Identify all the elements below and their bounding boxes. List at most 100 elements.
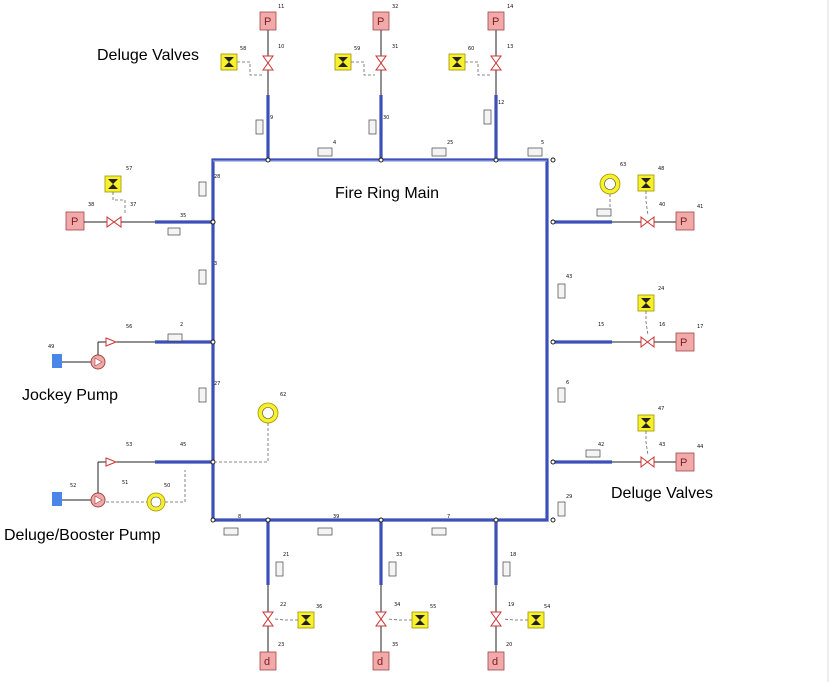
reservoir-letter: P <box>71 216 78 228</box>
control-symbol <box>108 179 118 189</box>
check-valve-icon[interactable] <box>105 337 118 347</box>
control-symbol <box>531 615 541 625</box>
deluge-valves-top-label: Deluge Valves <box>97 47 199 64</box>
pressure-reservoir-icon[interactable] <box>675 332 695 352</box>
node-label: 13 <box>507 44 513 50</box>
node-label: 31 <box>392 44 398 50</box>
junction-node[interactable] <box>493 517 499 523</box>
pressure-reservoir-icon[interactable] <box>65 211 85 231</box>
node-label: 11 <box>278 4 284 10</box>
pressure-reservoir-icon[interactable] <box>259 11 277 31</box>
junction-node[interactable] <box>265 157 271 163</box>
pipe-label: 3 <box>214 261 217 267</box>
junction-node[interactable] <box>550 219 556 225</box>
valve-icon[interactable] <box>640 455 655 469</box>
junction-node[interactable] <box>550 339 556 345</box>
junction-node[interactable] <box>550 459 556 465</box>
pipe-gauge-icon <box>255 119 264 135</box>
demand-reservoir-icon[interactable] <box>259 651 277 671</box>
valve-icon[interactable] <box>375 55 387 71</box>
pressure-reservoir-icon[interactable] <box>675 452 695 472</box>
node-label: 34 <box>394 602 400 608</box>
right-branch-3: 42 43 P 44 47 <box>550 406 703 472</box>
pipe-gauge-icon <box>388 561 397 577</box>
pipe-gauge-icon <box>198 387 207 403</box>
pipe-gauge-icon <box>596 208 612 217</box>
node-label: 38 <box>88 202 94 208</box>
flow-meter-dial <box>262 407 274 419</box>
valve-icon[interactable] <box>262 55 274 71</box>
demand-reservoir-icon[interactable] <box>487 651 505 671</box>
valve-icon[interactable] <box>490 611 502 627</box>
junction-node[interactable] <box>550 517 556 523</box>
valve-icon[interactable] <box>640 335 655 349</box>
control-link <box>645 191 649 216</box>
source-tank-icon[interactable] <box>52 354 62 368</box>
reservoir-letter: P <box>492 16 499 28</box>
valve-icon[interactable] <box>106 216 122 228</box>
demand-reservoir-icon[interactable] <box>372 651 390 671</box>
control-element-icon[interactable] <box>220 53 238 71</box>
pressure-reservoir-icon[interactable] <box>487 11 505 31</box>
reservoir-letter: d <box>264 656 270 668</box>
control-element-icon[interactable] <box>527 611 545 629</box>
node-label: 54 <box>544 604 550 610</box>
pipe-label: 27 <box>214 381 220 387</box>
pipe-gauge-icon <box>527 147 543 157</box>
junction-node[interactable] <box>210 219 216 225</box>
bottom-branch-3: 18 19 54 d 20 <box>487 517 550 671</box>
control-link <box>645 431 649 456</box>
pipe-label: 28 <box>214 174 220 180</box>
node-label: 17 <box>697 324 703 330</box>
junction-node[interactable] <box>265 517 271 523</box>
pipe-gauge-icon <box>167 333 183 342</box>
node-label: 53 <box>126 442 132 448</box>
source-tank-icon[interactable] <box>52 492 62 506</box>
pipe-label: 30 <box>383 115 389 121</box>
ring-junctions <box>210 157 556 523</box>
pipe-gauge-icon <box>167 227 181 236</box>
control-element-icon[interactable] <box>448 53 466 71</box>
node-label: 10 <box>278 44 284 50</box>
junction-node[interactable] <box>210 459 216 465</box>
control-element-icon[interactable] <box>637 294 655 312</box>
valve-icon[interactable] <box>262 611 274 627</box>
check-valve-icon[interactable] <box>105 457 118 467</box>
junction-node[interactable] <box>210 339 216 345</box>
control-link <box>351 61 375 76</box>
pipe-gauge-icon <box>585 449 601 458</box>
control-element-icon[interactable] <box>297 611 315 629</box>
control-element-icon[interactable] <box>411 611 429 629</box>
pipe-gauge-icon <box>431 147 447 157</box>
control-element-icon[interactable] <box>104 175 122 193</box>
pipe-gauge-icon <box>198 181 207 197</box>
pipe-label: 21 <box>283 552 289 558</box>
junction-node[interactable] <box>493 157 499 163</box>
pressure-reservoir-icon[interactable] <box>372 11 390 31</box>
booster-pump-branch: 52 51 53 45 50 <box>52 442 216 512</box>
junction-node[interactable] <box>210 517 216 523</box>
pipe-label: 33 <box>396 552 402 558</box>
junction-node[interactable] <box>378 517 384 523</box>
right-ring-labels: 43 6 29 <box>557 274 572 517</box>
control-element-icon[interactable] <box>334 53 352 71</box>
node-label: 55 <box>430 604 436 610</box>
pressure-reservoir-icon[interactable] <box>675 211 695 231</box>
control-element-icon[interactable] <box>637 174 655 192</box>
pipe-label: 6 <box>566 380 569 386</box>
valve-icon[interactable] <box>375 611 387 627</box>
node-label: 49 <box>48 344 54 350</box>
control-symbol <box>224 57 234 67</box>
valve-icon[interactable] <box>640 215 655 229</box>
junction-node[interactable] <box>550 157 556 163</box>
node-label: 23 <box>278 642 284 648</box>
junction-node[interactable] <box>378 157 384 163</box>
valve-icon[interactable] <box>490 55 502 71</box>
reservoir-letter: P <box>680 457 687 469</box>
ring-pipe[interactable] <box>211 158 549 522</box>
node-label: 24 <box>658 286 664 292</box>
control-element-icon[interactable] <box>637 414 655 432</box>
control-link <box>165 470 186 503</box>
